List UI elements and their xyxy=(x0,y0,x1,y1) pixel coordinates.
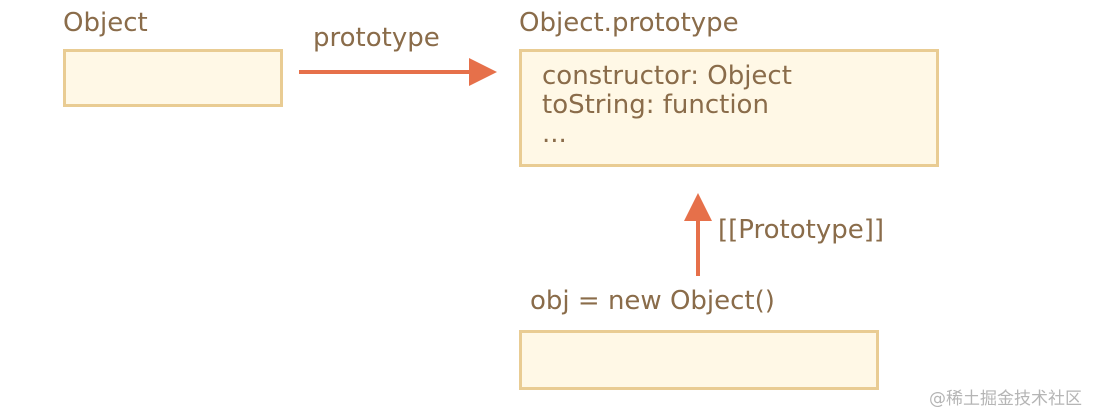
prototype-edge-label: prototype xyxy=(313,23,440,53)
object-prototype-line-tostring: toString: function xyxy=(542,90,769,120)
proto-link-arrow xyxy=(684,193,712,276)
object-prototype-line-ellipsis: ... xyxy=(542,119,567,149)
obj-title: obj = new Object() xyxy=(530,286,775,316)
proto-link-edge-label: [[Prototype]] xyxy=(718,215,885,245)
obj-box xyxy=(519,330,879,390)
object-prototype-box: constructor: Object toString: function .… xyxy=(519,49,939,167)
object-prototype-line-constructor: constructor: Object xyxy=(542,61,792,91)
watermark: @稀土掘金技术社区 xyxy=(929,389,1082,409)
prototype-arrow xyxy=(299,58,497,86)
proto-link-arrow-head xyxy=(684,193,712,221)
object-prototype-title: Object.prototype xyxy=(519,8,739,38)
object-title: Object xyxy=(63,8,148,38)
prototype-arrow-head xyxy=(469,58,497,86)
object-box xyxy=(63,49,283,107)
